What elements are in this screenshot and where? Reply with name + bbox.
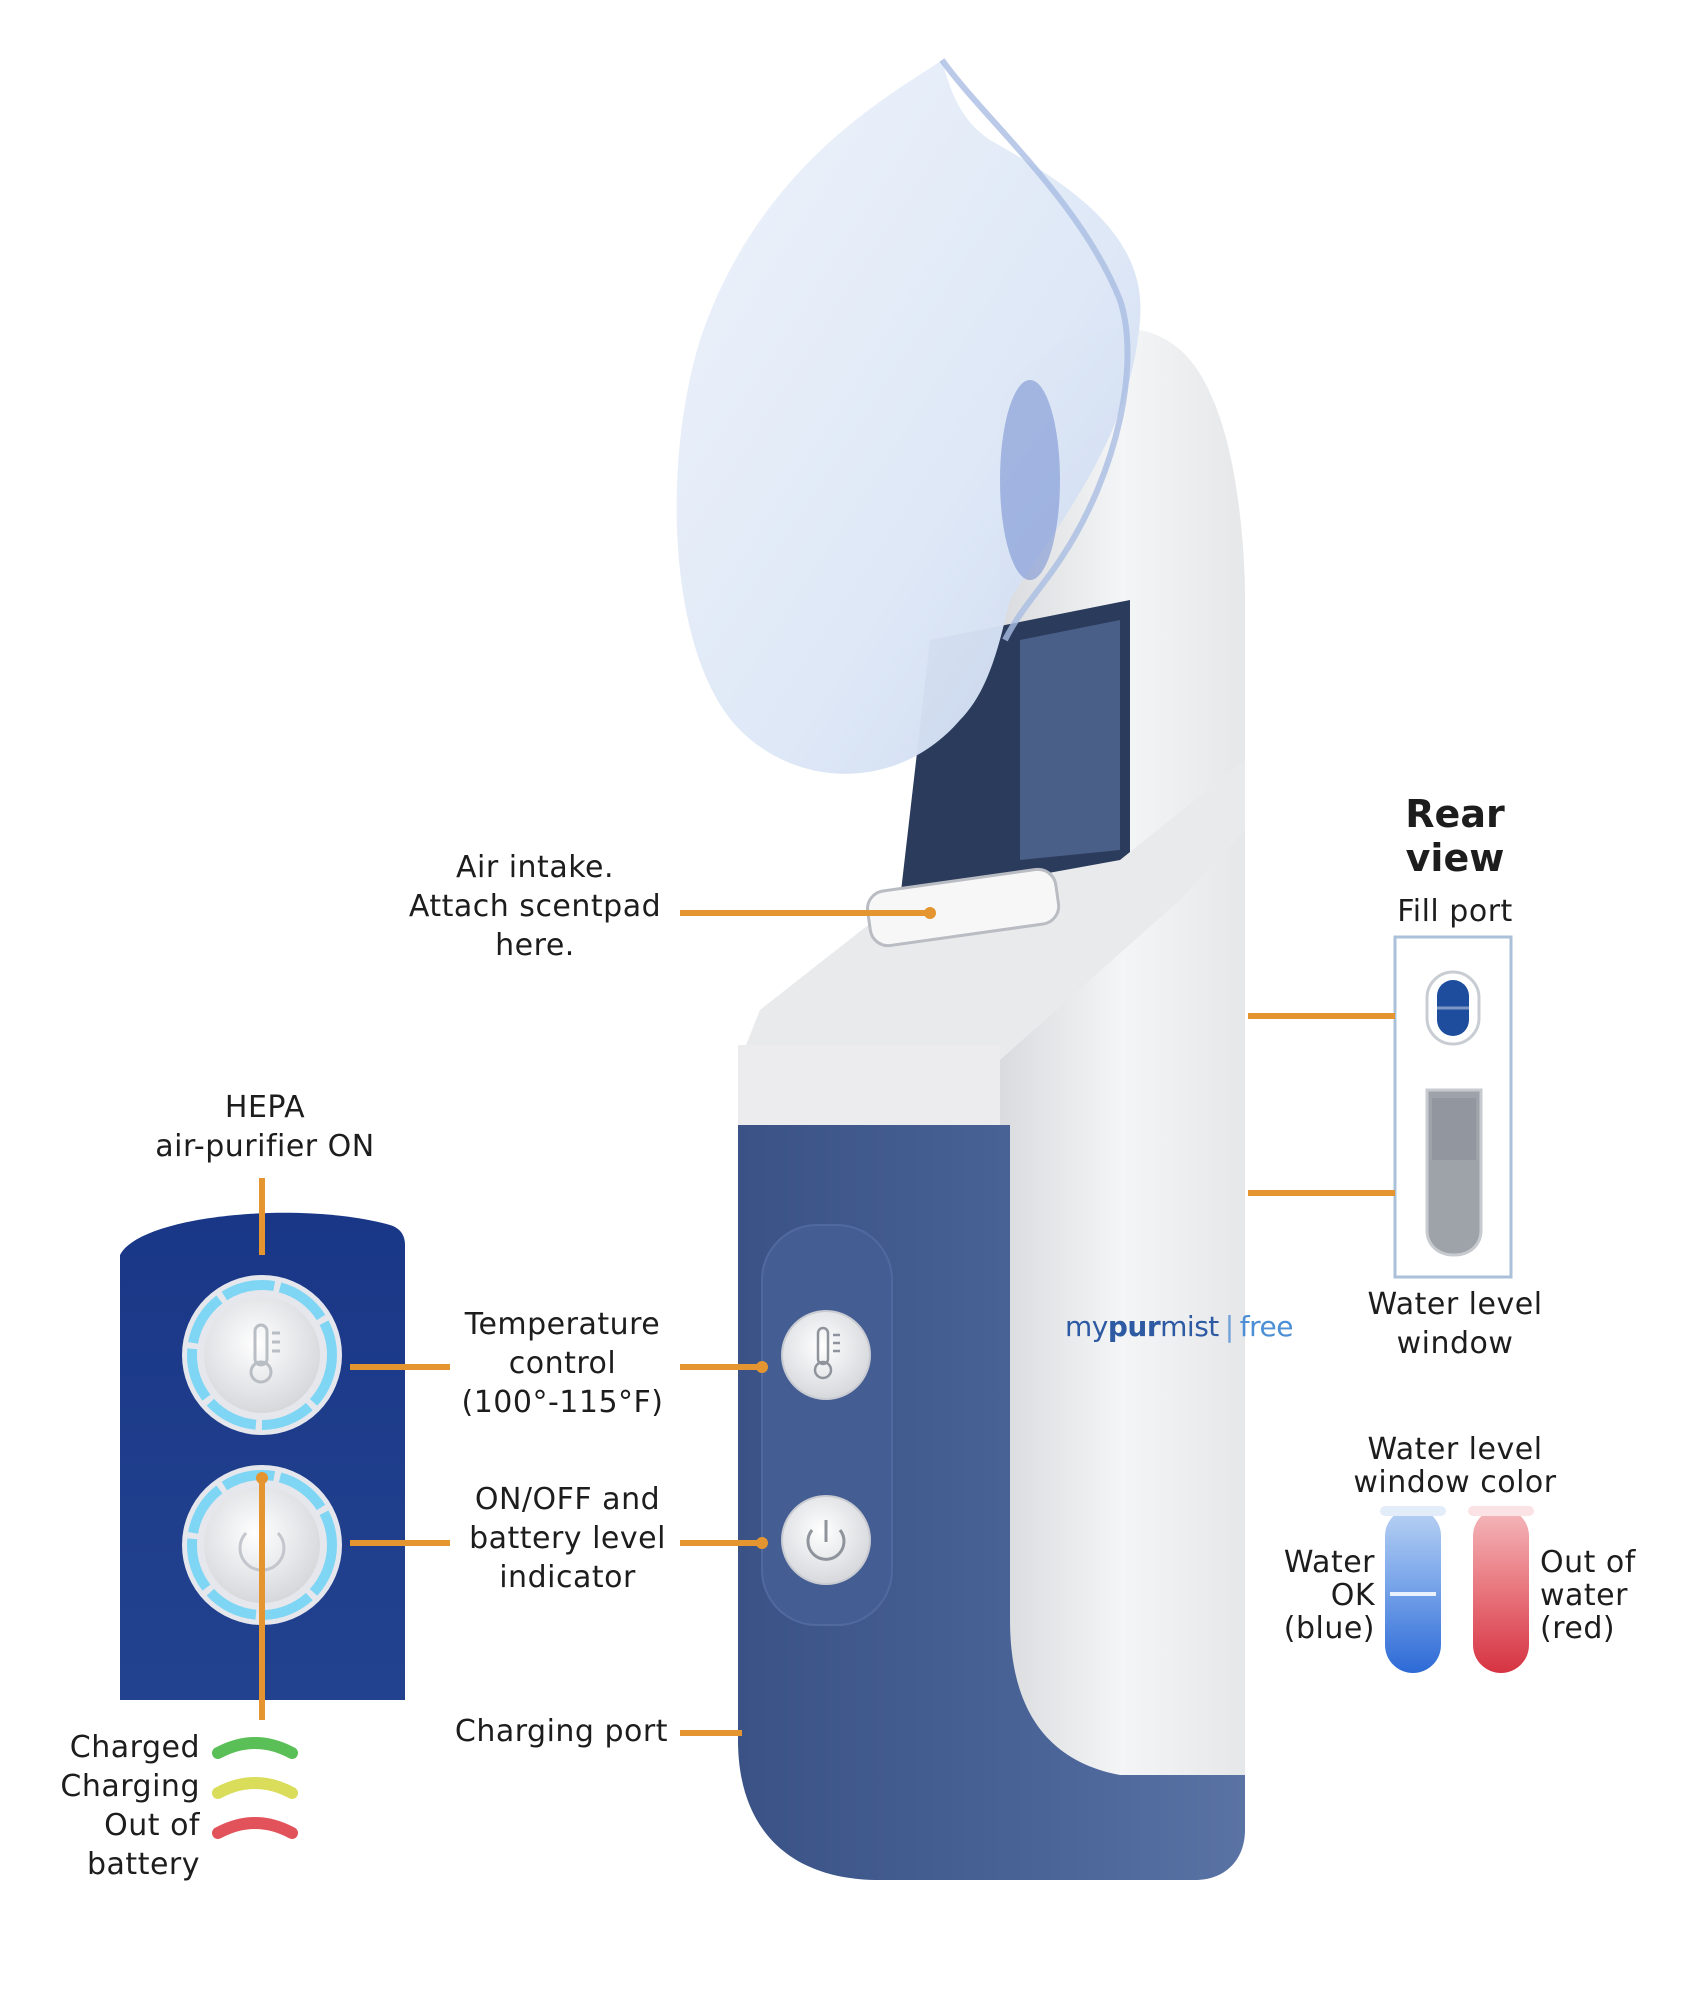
out-of-water-label: Out of water (red) bbox=[1540, 1545, 1636, 1646]
air-intake-label: Air intake. Attach scentpad here. bbox=[408, 850, 662, 963]
rear-view-window bbox=[1393, 935, 1513, 1279]
water-tube-red bbox=[1468, 1506, 1534, 1673]
hepa-glow-ring bbox=[187, 1280, 337, 1430]
temperature-button[interactable] bbox=[781, 1310, 871, 1400]
charging-port-label: Charging port bbox=[454, 1714, 668, 1749]
water-ok-label: Water OK (blue) bbox=[1283, 1545, 1375, 1646]
inhaler-device bbox=[676, 58, 1245, 1880]
scentpad-slot bbox=[865, 867, 1061, 948]
charging-arc bbox=[212, 1777, 298, 1799]
out-of-battery-arc bbox=[212, 1817, 298, 1839]
power-icon bbox=[806, 1520, 846, 1561]
rear-view-title: Rear view bbox=[1405, 792, 1505, 880]
face-mask bbox=[676, 60, 1141, 774]
thermometer-icon bbox=[813, 1326, 840, 1380]
leader-lines bbox=[256, 907, 1395, 1736]
hepa-label: HEPA air-purifier ON bbox=[155, 1090, 375, 1164]
fill-port-label: Fill port bbox=[1397, 894, 1513, 929]
water-level-window-label: Water level window bbox=[1367, 1287, 1543, 1361]
water-tube-blue bbox=[1380, 1506, 1446, 1673]
charged-arc bbox=[212, 1737, 298, 1759]
closeup-thermometer-icon bbox=[249, 1323, 280, 1384]
onoff-label: ON/OFF and battery level indicator bbox=[469, 1482, 666, 1595]
temperature-control-label: Temperature control (100°-115°F) bbox=[461, 1307, 664, 1420]
window-color-title: Water level window color bbox=[1353, 1432, 1557, 1500]
battery-legend: Charged Charging Out of battery bbox=[60, 1730, 200, 1882]
brand-logo: mypurmist|free bbox=[1065, 1310, 1293, 1343]
